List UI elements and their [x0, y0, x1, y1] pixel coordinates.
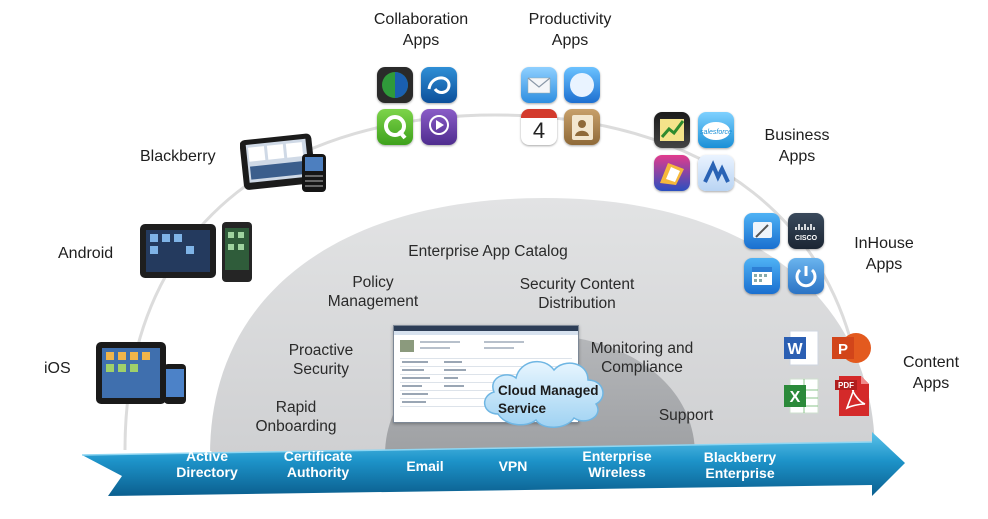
excel-icon: X — [782, 376, 822, 416]
monitoring-compliance-label: Monitoring and Compliance — [590, 340, 694, 376]
business-apps-label: Business Apps — [764, 127, 830, 165]
svg-text:CISCO: CISCO — [795, 235, 818, 242]
powerpoint-icon: P — [830, 328, 874, 368]
schedule-icon — [744, 258, 780, 294]
blackberry-enterprise-label: Blackberry Enterprise — [703, 449, 777, 481]
pdf-icon: PDF — [833, 374, 873, 418]
proactive-security-label: Proactive Security — [288, 342, 354, 378]
business-objects-icon — [698, 155, 734, 191]
blackberry-playbook-device — [239, 130, 330, 200]
arrow-bar — [82, 432, 905, 496]
word-icon: W — [782, 328, 822, 368]
power-icon — [788, 258, 824, 294]
mail-icon — [521, 67, 557, 103]
enterprise-app-catalog-label: Enterprise App Catalog — [408, 243, 568, 260]
policy-management-label: Policy Management — [327, 274, 419, 310]
active-directory-label: Active Directory — [176, 448, 238, 480]
cloud-managed-service-label: Cloud Managed Service — [498, 383, 599, 416]
blackberry-label: Blackberry — [140, 148, 216, 165]
ios-label: iOS — [44, 360, 71, 377]
svg-text:P: P — [838, 341, 848, 358]
svg-text:salesforce: salesforce — [700, 129, 732, 136]
svg-text:PDF: PDF — [838, 381, 854, 390]
cisco-video-icon — [421, 109, 457, 145]
calendar-icon: 4 — [521, 109, 557, 145]
email-label: Email — [406, 458, 444, 474]
productivity-apps-label: Productivity Apps — [528, 11, 612, 49]
webex-connect-icon — [377, 67, 413, 103]
certificate-authority-label: Certificate Authority — [283, 448, 353, 480]
rapid-onboarding-label: Rapid Onboarding — [255, 399, 337, 435]
svg-text:W: W — [787, 341, 803, 358]
salesforce-icon: salesforce — [698, 112, 734, 148]
contacts-icon — [564, 109, 600, 145]
collaboration-apps-label: Collaboration Apps — [373, 11, 469, 49]
calendar-day: 4 — [532, 118, 546, 143]
doc-tools-icon — [744, 213, 780, 249]
vpn-label: VPN — [498, 458, 528, 474]
android-label: Android — [58, 245, 114, 262]
ios-devices — [94, 340, 194, 410]
inhouse-apps-label: InHouse Apps — [854, 235, 914, 273]
content-apps-label: Content Apps — [902, 354, 960, 392]
safari-compass-icon — [564, 67, 600, 103]
webex-meetings-icon — [421, 67, 457, 103]
colorful-app-icon — [654, 155, 690, 191]
svg-text:X: X — [790, 389, 801, 406]
enterprise-wireless-label: Enterprise Wireless — [582, 448, 652, 480]
quad-icon — [377, 109, 413, 145]
android-devices — [138, 220, 256, 286]
cisco-logo-icon: CISCO — [788, 213, 824, 249]
stock-chart-icon — [654, 112, 690, 148]
support-label: Support — [658, 407, 714, 424]
security-content-distribution-label: Security Content Distribution — [519, 276, 635, 312]
cloud-shape: Cloud Managed Service — [478, 352, 610, 432]
